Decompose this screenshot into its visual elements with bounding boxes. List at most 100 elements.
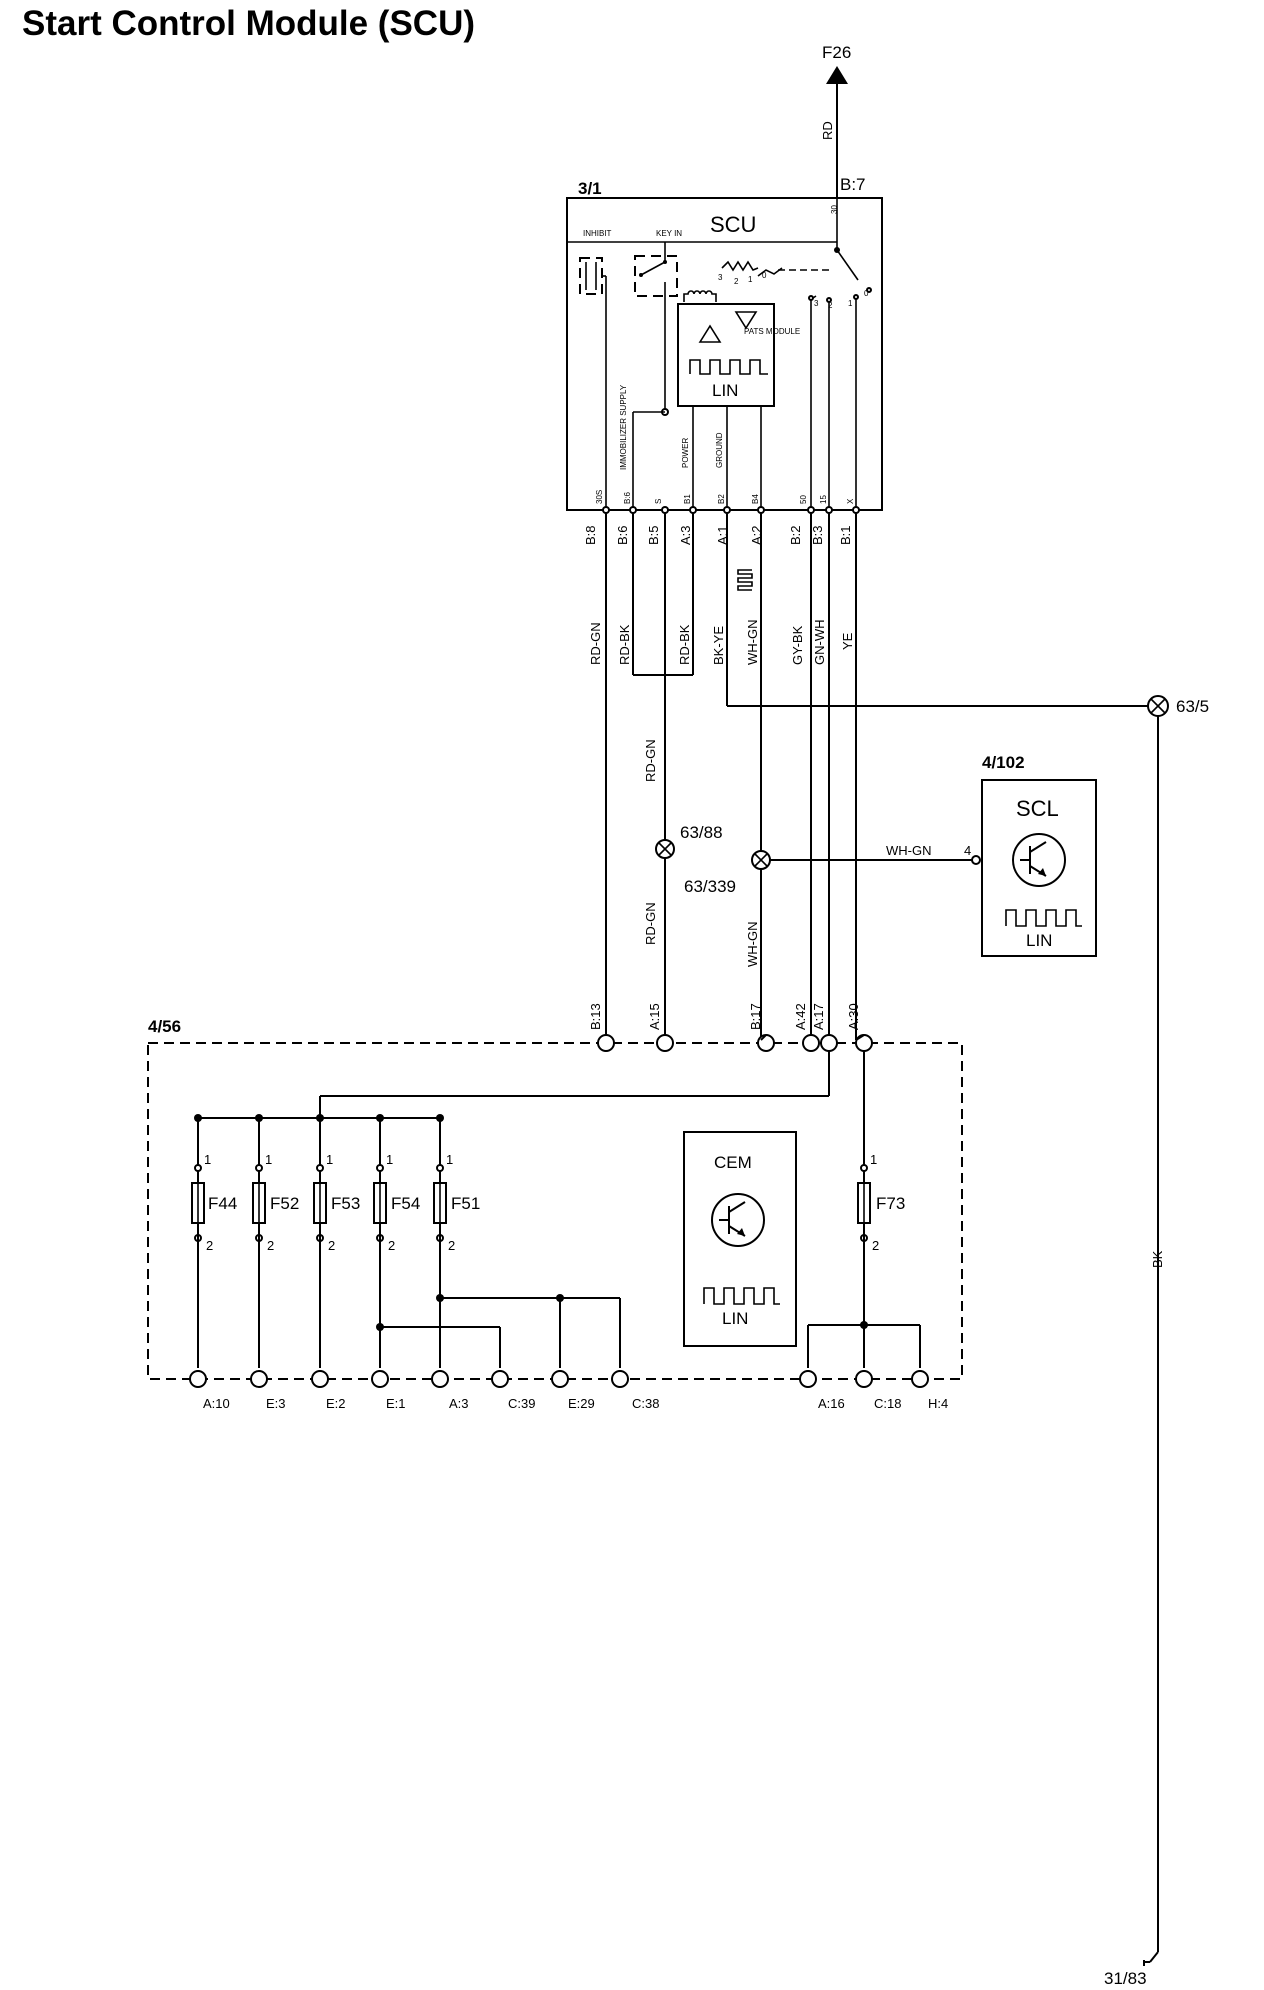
- svg-text:GN-WH: GN-WH: [812, 620, 827, 666]
- svg-text:2: 2: [328, 1238, 335, 1253]
- svg-text:RD-GN: RD-GN: [588, 622, 603, 665]
- svg-text:30S: 30S: [595, 490, 604, 504]
- svg-text:2: 2: [734, 277, 739, 286]
- svg-text:BK: BK: [1150, 1250, 1165, 1268]
- svg-text:B:2: B:2: [788, 525, 803, 545]
- svg-text:B4: B4: [751, 494, 760, 504]
- svg-text:1: 1: [446, 1152, 453, 1167]
- svg-text:A:3: A:3: [449, 1396, 469, 1411]
- svg-text:15: 15: [819, 495, 828, 504]
- svg-text:2: 2: [267, 1238, 274, 1253]
- svg-text:1: 1: [265, 1152, 272, 1167]
- svg-text:CEM: CEM: [714, 1153, 752, 1172]
- svg-text:LIN: LIN: [1026, 931, 1052, 950]
- svg-text:B:8: B:8: [583, 525, 598, 545]
- splice-63-88: 63/88: [655, 823, 723, 859]
- top-feed: F26 RD: [820, 43, 851, 198]
- svg-text:B:17: B:17: [748, 1003, 763, 1030]
- svg-text:GROUND: GROUND: [715, 432, 724, 468]
- svg-text:31/83: 31/83: [1104, 1969, 1147, 1988]
- svg-text:B:3: B:3: [810, 525, 825, 545]
- svg-text:F44: F44: [208, 1194, 237, 1213]
- svg-text:B:1: B:1: [838, 525, 853, 545]
- svg-text:H:4: H:4: [928, 1396, 948, 1411]
- cem-module: 4/56 B:13 A:15 B:17 A:42 A:17 A:30: [147, 1003, 963, 1411]
- svg-text:GY-BK: GY-BK: [790, 625, 805, 665]
- svg-text:E:3: E:3: [266, 1396, 286, 1411]
- svg-text:4/102: 4/102: [982, 753, 1025, 772]
- svg-text:WH-GN: WH-GN: [745, 922, 760, 968]
- svg-text:2: 2: [206, 1238, 213, 1253]
- scu-module: 3/1 B:7 30 SCU INHIBIT KEY IN 3 2 1 0: [566, 175, 883, 511]
- ground-wire: BK 31/83: [1104, 716, 1165, 1988]
- svg-text:0: 0: [864, 289, 869, 298]
- svg-text:50: 50: [799, 495, 808, 504]
- svg-text:A:3: A:3: [678, 525, 693, 545]
- svg-text:1: 1: [870, 1152, 877, 1167]
- svg-text:WH-GN: WH-GN: [745, 620, 760, 666]
- svg-text:C:18: C:18: [874, 1396, 901, 1411]
- splice-63-5: 63/5: [1147, 695, 1209, 717]
- svg-text:F54: F54: [391, 1194, 420, 1213]
- svg-text:30: 30: [830, 205, 839, 214]
- svg-text:RD-GN: RD-GN: [643, 902, 658, 945]
- svg-text:YE: YE: [840, 632, 855, 650]
- svg-text:F52: F52: [270, 1194, 299, 1213]
- svg-text:2: 2: [872, 1238, 879, 1253]
- svg-text:F53: F53: [331, 1194, 360, 1213]
- svg-text:LIN: LIN: [722, 1309, 748, 1328]
- svg-text:B1: B1: [683, 494, 692, 504]
- svg-text:4/56: 4/56: [148, 1017, 181, 1036]
- svg-text:2: 2: [448, 1238, 455, 1253]
- svg-text:0: 0: [762, 271, 767, 280]
- svg-text:3: 3: [718, 273, 723, 282]
- svg-text:E:29: E:29: [568, 1396, 595, 1411]
- splice-63-339: 63/339 WH-GN: [684, 843, 972, 896]
- svg-text:F73: F73: [876, 1194, 905, 1213]
- svg-text:A:30: A:30: [846, 1003, 861, 1030]
- svg-text:KEY IN: KEY IN: [656, 229, 682, 238]
- svg-text:RD-BK: RD-BK: [617, 624, 632, 665]
- svg-text:F51: F51: [451, 1194, 480, 1213]
- scu-b7-pin: B:7: [840, 175, 866, 194]
- svg-text:1: 1: [848, 299, 853, 308]
- scu-connector-pins: B:8 B:6 B:5 A:3 A:1 A:2 B:2 B:3 B:1 RD-G…: [583, 506, 1158, 1040]
- svg-text:S: S: [654, 499, 663, 504]
- svg-text:LIN: LIN: [712, 381, 738, 400]
- svg-text:X: X: [846, 498, 855, 504]
- svg-text:1: 1: [386, 1152, 393, 1167]
- svg-text:WH-GN: WH-GN: [886, 843, 932, 858]
- rd-wire-label: RD: [820, 121, 835, 140]
- svg-text:POWER: POWER: [681, 438, 690, 468]
- svg-text:A:17: A:17: [811, 1003, 826, 1030]
- svg-text:A:15: A:15: [647, 1003, 662, 1030]
- scl-module: 4/102 4 SCL LIN: [964, 753, 1097, 957]
- svg-text:B:13: B:13: [588, 1003, 603, 1030]
- f26-label: F26: [822, 43, 851, 62]
- svg-text:RD-BK: RD-BK: [677, 624, 692, 665]
- svg-text:1: 1: [204, 1152, 211, 1167]
- svg-text:IMMOBILIZER SUPPLY: IMMOBILIZER SUPPLY: [619, 384, 628, 470]
- svg-text:A:10: A:10: [203, 1396, 230, 1411]
- svg-text:PATS MODULE: PATS MODULE: [744, 327, 800, 336]
- svg-text:RD-GN: RD-GN: [643, 739, 658, 782]
- scu-name: SCU: [710, 212, 756, 237]
- lin-signal-icon: [737, 569, 753, 591]
- svg-text:2: 2: [388, 1238, 395, 1253]
- svg-text:1: 1: [748, 275, 753, 284]
- svg-text:B2: B2: [717, 494, 726, 504]
- svg-text:63/88: 63/88: [680, 823, 723, 842]
- svg-text:4: 4: [964, 843, 971, 858]
- page-title: Start Control Module (SCU): [22, 4, 476, 43]
- svg-text:A:16: A:16: [818, 1396, 845, 1411]
- svg-text:INHIBIT: INHIBIT: [583, 229, 612, 238]
- svg-text:SCL: SCL: [1016, 796, 1059, 821]
- svg-text:B:6: B:6: [623, 491, 632, 504]
- svg-text:2: 2: [828, 301, 833, 310]
- svg-text:A:42: A:42: [793, 1003, 808, 1030]
- svg-text:BK-YE: BK-YE: [711, 626, 726, 665]
- svg-text:E:1: E:1: [386, 1396, 406, 1411]
- svg-text:1: 1: [326, 1152, 333, 1167]
- svg-text:63/339: 63/339: [684, 877, 736, 896]
- svg-text:E:2: E:2: [326, 1396, 346, 1411]
